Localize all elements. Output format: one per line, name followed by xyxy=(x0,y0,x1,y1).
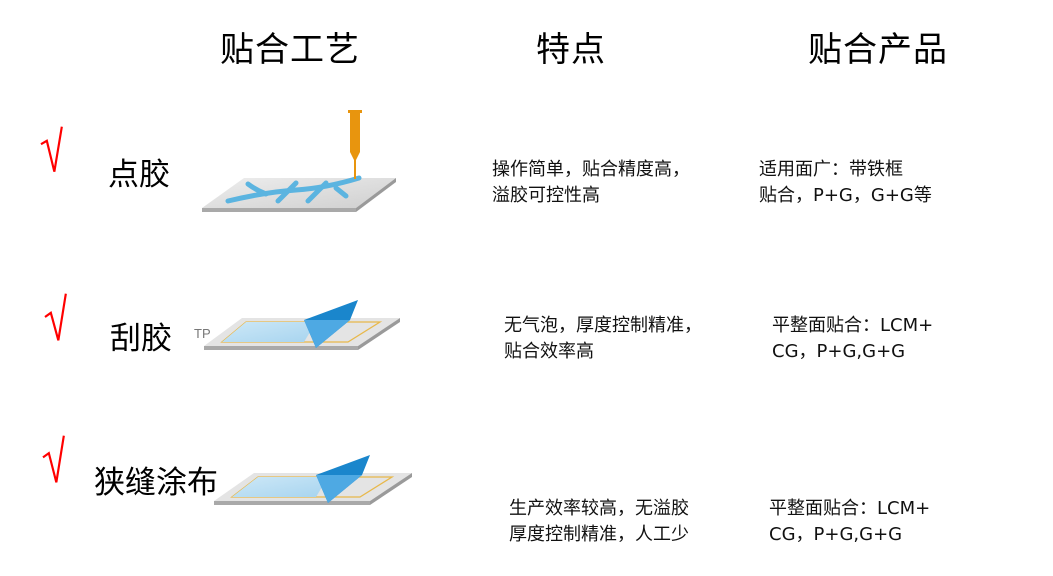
feature-text: 无气泡，厚度控制精准， 贴合效率高 xyxy=(504,313,702,365)
feature-line: 生产效率较高，无溢胶 xyxy=(509,498,689,519)
product-text: 平整面贴合：LCM+ CG，P+G,G+G xyxy=(769,496,930,548)
squeegee-illustration xyxy=(204,300,400,350)
product-text: 平整面贴合：LCM+ CG，P+G,G+G xyxy=(772,313,933,365)
checkmark-icon xyxy=(40,126,63,172)
feature-text: 生产效率较高，无溢胶 厚度控制精准，人工少 xyxy=(509,496,689,548)
tp-label: TP xyxy=(194,326,211,341)
product-line: CG，P+G,G+G xyxy=(769,524,903,545)
process-label: 刮胶 xyxy=(110,321,172,357)
process-label: 点胶 xyxy=(108,157,170,193)
checkmark-icon xyxy=(44,293,67,341)
product-line: 平整面贴合：LCM+ xyxy=(769,498,931,519)
feature-line: 操作简单，贴合精度高， xyxy=(492,159,690,180)
header-feature: 特点 xyxy=(536,30,606,70)
dispensing-needle-illustration xyxy=(202,110,396,212)
checkmark-icon xyxy=(42,435,65,483)
header-process: 贴合工艺 xyxy=(220,30,360,70)
product-line: 贴合，P+G，G+G等 xyxy=(759,185,932,206)
product-line: 平整面贴合：LCM+ xyxy=(772,315,934,336)
feature-line: 溢胶可控性高 xyxy=(492,185,600,206)
product-line: CG，P+G,G+G xyxy=(772,341,906,362)
product-line: 适用面广：带铁框 xyxy=(759,159,903,180)
slot-die-coating-illustration xyxy=(214,455,412,505)
feature-line: 贴合效率高 xyxy=(504,341,594,362)
feature-text: 操作简单，贴合精度高， 溢胶可控性高 xyxy=(492,157,690,209)
header-product: 贴合产品 xyxy=(808,30,948,70)
product-text: 适用面广：带铁框 贴合，P+G，G+G等 xyxy=(759,157,932,209)
feature-line: 厚度控制精准，人工少 xyxy=(509,524,689,545)
process-label: 狭缝涂布 xyxy=(94,465,218,501)
feature-line: 无气泡，厚度控制精准， xyxy=(504,315,702,336)
